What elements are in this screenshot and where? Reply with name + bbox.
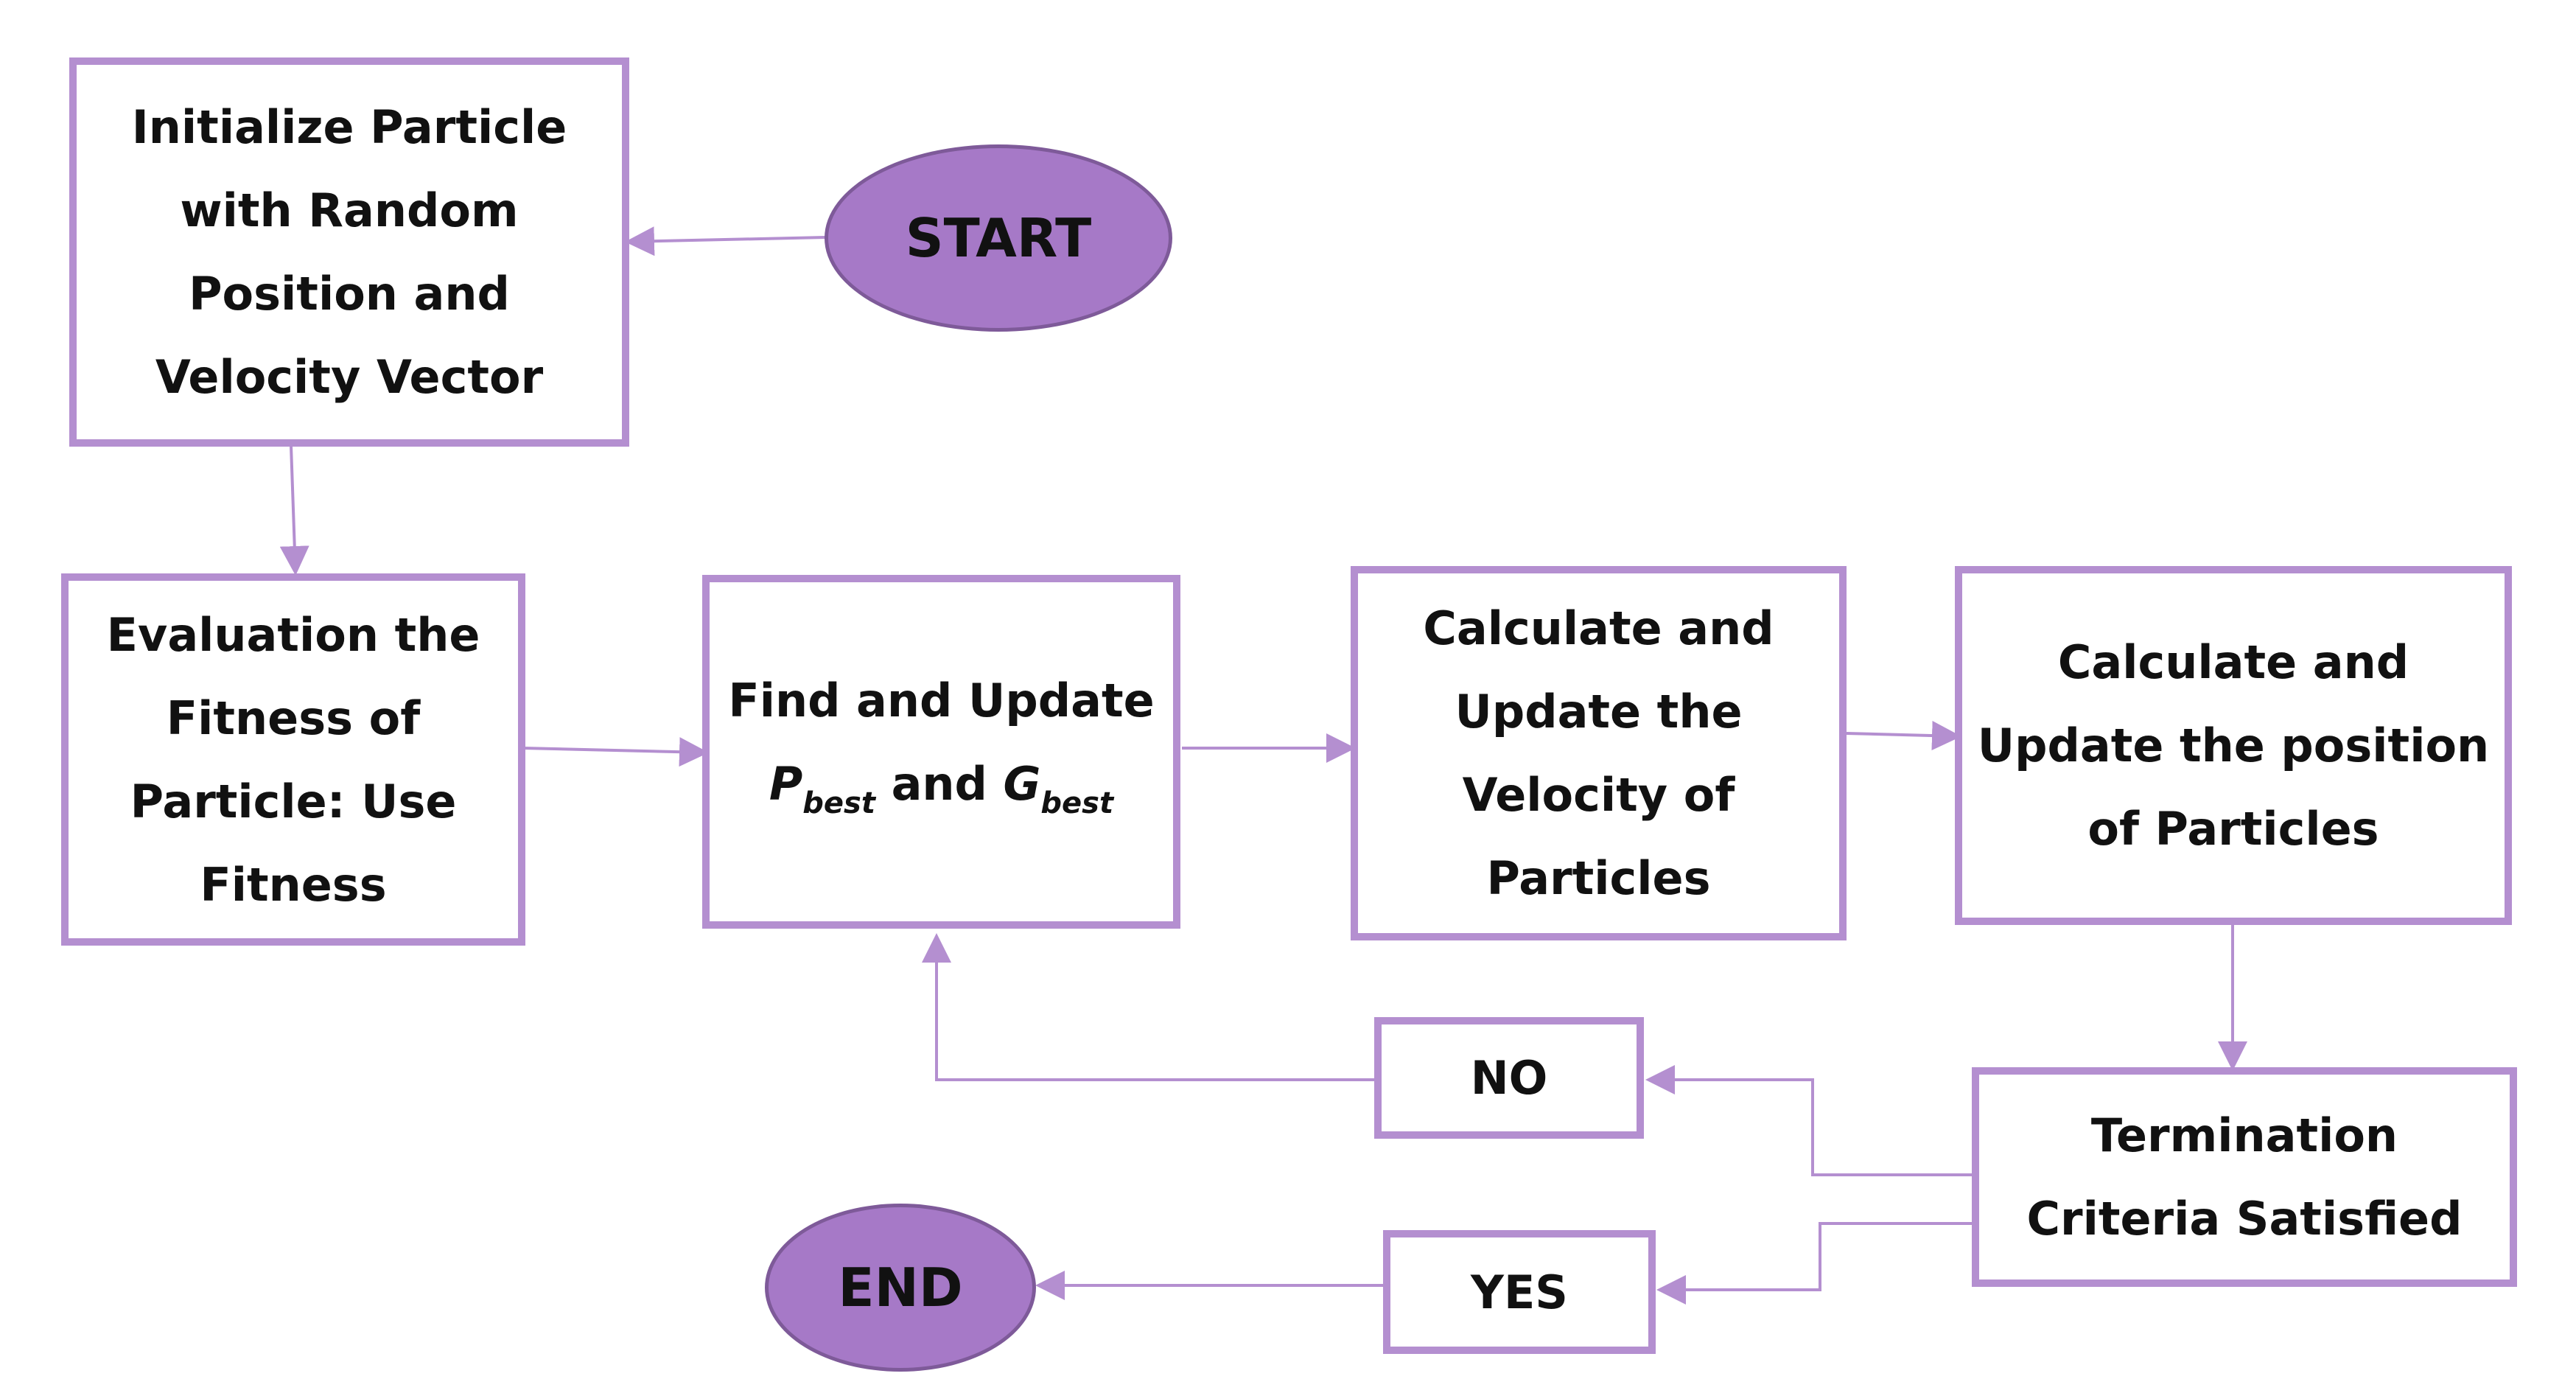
arrow-start-to-init [625,226,826,256]
yes-box: YES [1383,1230,1656,1354]
end-terminal: END [765,1204,1036,1372]
gbest-subscript: best [1040,786,1114,820]
end-label: END [838,1257,963,1319]
start-terminal: START [825,144,1172,332]
start-label: START [905,207,1092,269]
pbest-gbest-line: Pbest and Gbest [769,756,1113,820]
no-box: NO [1374,1017,1644,1139]
evaluate-fitness-box: Evaluation the Fitness of Particle: Use … [61,573,525,946]
arrow-evaluate-to-find [522,737,709,767]
pbest-subscript: best [802,786,875,820]
termination-label: Termination Criteria Satisfied [2026,1109,2463,1246]
no-label: NO [1470,1051,1548,1105]
yes-label: YES [1471,1265,1568,1319]
init-particles-box: Initialize Particle with Random Position… [69,57,629,447]
arrow-termination-to-no [1645,1065,1973,1176]
find-update-box: Find and Update Pbest and Gbest [702,575,1180,929]
pbest-letter: P [769,756,803,811]
arrow-velocity-to-position [1846,721,1961,751]
termination-box: Termination Criteria Satisfied [1972,1067,2517,1287]
find-update-label: Find and Update Pbest and Gbest [728,659,1154,845]
arrow-init-to-evaluate [279,445,309,576]
init-particles-label: Initialize Particle with Random Position… [131,100,567,404]
gbest-letter: G [1003,756,1041,811]
update-velocity-box: Calculate and Update the Velocity of Par… [1351,566,1847,940]
update-velocity-label: Calculate and Update the Velocity of Par… [1423,601,1774,905]
update-position-label: Calculate and Update the position of Par… [1977,635,2490,856]
arrow-no-to-find [922,933,1379,1081]
arrow-termination-to-yes [1656,1222,1973,1305]
and-word: and [875,756,1004,811]
find-update-line1: Find and Update [728,673,1155,727]
evaluate-fitness-label: Evaluation the Fitness of Particle: Use … [106,607,480,912]
update-position-box: Calculate and Update the position of Par… [1955,566,2512,925]
